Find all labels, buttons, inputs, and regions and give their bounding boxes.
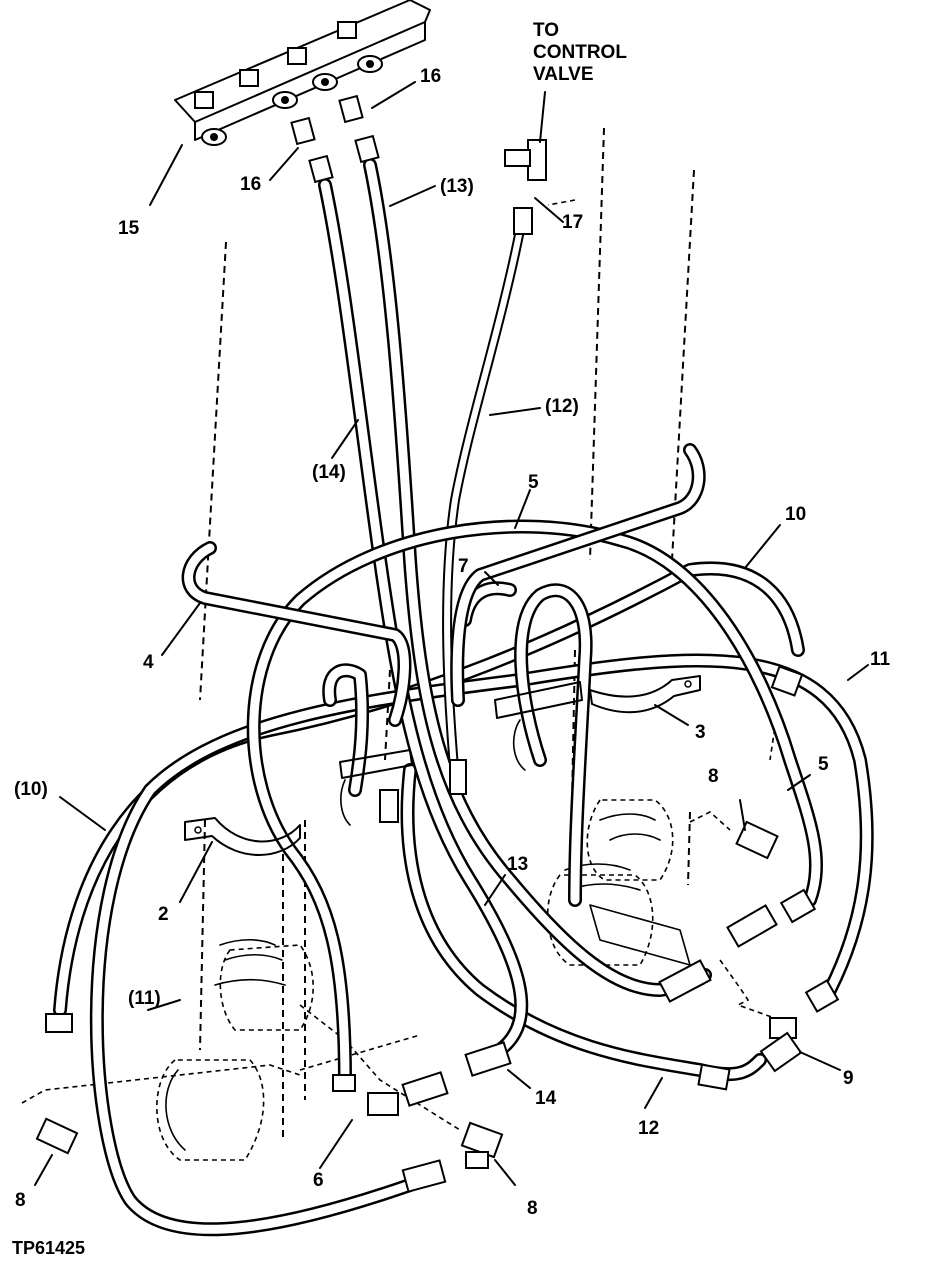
leader-lines — [34, 81, 869, 1186]
callout-8-left: 8 — [15, 1190, 26, 1211]
manifold-15 — [174, 0, 431, 146]
note-line1: TO — [533, 20, 559, 41]
note-line3: VALVE — [533, 64, 594, 85]
callout-2: 2 — [158, 904, 169, 925]
tube-4 — [181, 443, 706, 727]
callout-8-bottom: 8 — [527, 1198, 538, 1219]
callout-17: 17 — [562, 212, 583, 233]
hose-5 — [246, 519, 824, 1087]
callout-8-right: 8 — [708, 766, 719, 787]
cylinder-bodies — [165, 719, 691, 1151]
fittings — [35, 94, 840, 1193]
callout-14-top: (14) — [312, 462, 346, 483]
callout-6: 6 — [313, 1170, 324, 1191]
hose-11 — [89, 653, 874, 1237]
callout-10-top: 10 — [785, 504, 806, 525]
callout-11-top: 11 — [870, 649, 891, 670]
callout-16-right: 16 — [420, 66, 441, 87]
clamp-3 — [339, 675, 701, 779]
callout-9: 9 — [843, 1068, 854, 1089]
callout-12-top: (12) — [545, 396, 579, 417]
callout-10-left: (10) — [14, 779, 48, 800]
callout-13-bottom: 13 — [507, 854, 528, 875]
callout-7: 7 — [458, 556, 469, 577]
callout-5-right: 5 — [818, 754, 829, 775]
callout-5-top: 5 — [528, 472, 539, 493]
callout-13-top: (13) — [440, 176, 474, 197]
callout-4: 4 — [143, 652, 154, 673]
note-line2: CONTROL — [533, 42, 627, 63]
hose-7 — [322, 581, 593, 907]
callout-3: 3 — [695, 722, 706, 743]
hose-13 — [363, 158, 712, 997]
clamp-2 — [184, 817, 301, 856]
callout-12-bottom: 12 — [638, 1118, 659, 1139]
labels: TO CONTROL VALVE 15 16 16 (13) 17 (12) (… — [12, 20, 891, 1258]
callout-14-bottom: 14 — [535, 1088, 557, 1109]
callout-11-left: (11) — [128, 988, 161, 1009]
callout-15: 15 — [118, 218, 140, 239]
figure-id: TP61425 — [12, 1238, 85, 1258]
callout-16-left: 16 — [240, 174, 261, 195]
